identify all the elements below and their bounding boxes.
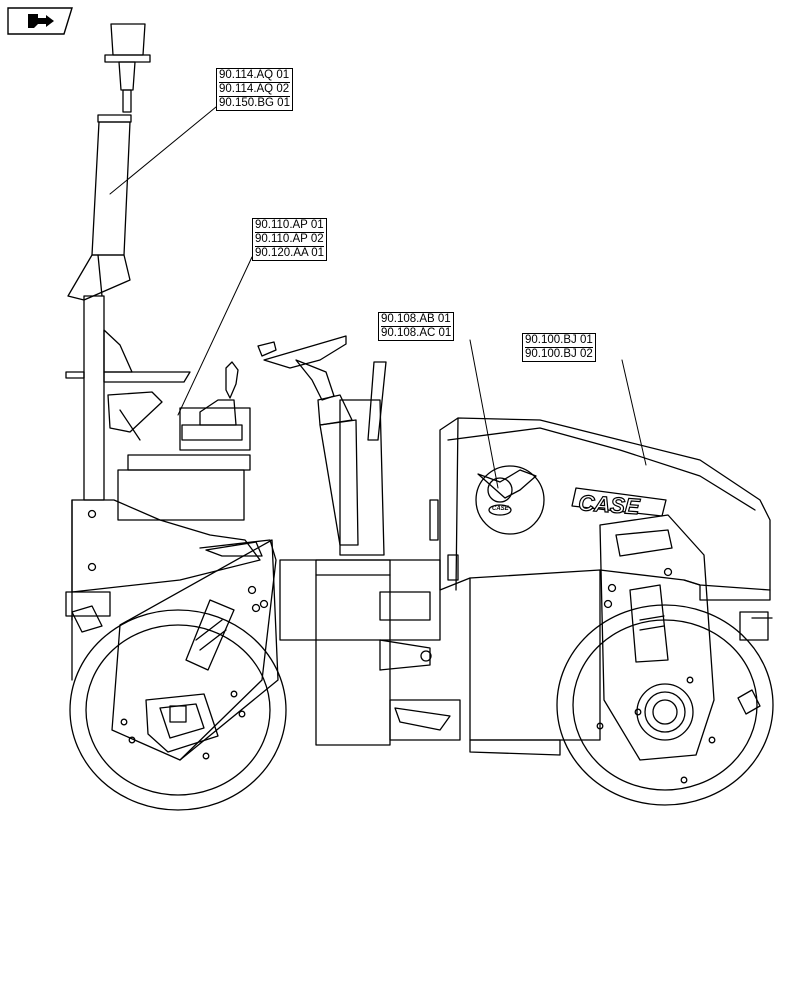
callout-ref: 90.100.BJ 02 [525, 348, 593, 360]
seat [65, 329, 191, 441]
callout-ref: 90.120.AA 01 [255, 247, 325, 259]
rear-drum [69, 539, 287, 811]
callout-ref: 90.150.BG 01 [219, 97, 290, 109]
callout-ref: 90.108.AB 01 [381, 313, 452, 327]
callout-hood[interactable]: 90.100.BJ 01 90.100.BJ 02 [522, 333, 596, 362]
callout-antenna[interactable]: 90.114.AQ 01 90.114.AQ 02 90.150.BG 01 [216, 68, 293, 111]
callout-ref: 90.114.AQ 02 [219, 83, 290, 97]
callout-emblem[interactable]: 90.108.AB 01 90.108.AC 01 [378, 312, 455, 341]
callout-ref: 90.114.AQ 01 [219, 69, 290, 83]
beacon-light [104, 23, 151, 113]
front-hood [429, 417, 771, 756]
callout-console[interactable]: 90.110.AP 01 90.110.AP 02 90.120.AA 01 [252, 218, 328, 261]
front-drum [556, 514, 774, 806]
leader-lines [109, 106, 647, 489]
callout-ref: 90.110.AP 02 [255, 233, 325, 247]
case-logo-text: CASE [578, 490, 642, 519]
callout-ref: 90.100.BJ 01 [525, 334, 593, 348]
rops-mast [67, 114, 132, 501]
callout-ref: 90.108.AC 01 [381, 327, 452, 339]
callout-ref: 90.110.AP 01 [255, 219, 325, 233]
center-chassis [279, 559, 461, 746]
control-console [117, 361, 251, 521]
emblem-badge [475, 465, 545, 535]
steering-wheel [257, 335, 387, 556]
nav-badge[interactable] [6, 6, 74, 36]
emblem-text: CASE [492, 506, 510, 512]
rear-frame [65, 499, 261, 681]
arrow-right-icon [28, 14, 54, 28]
